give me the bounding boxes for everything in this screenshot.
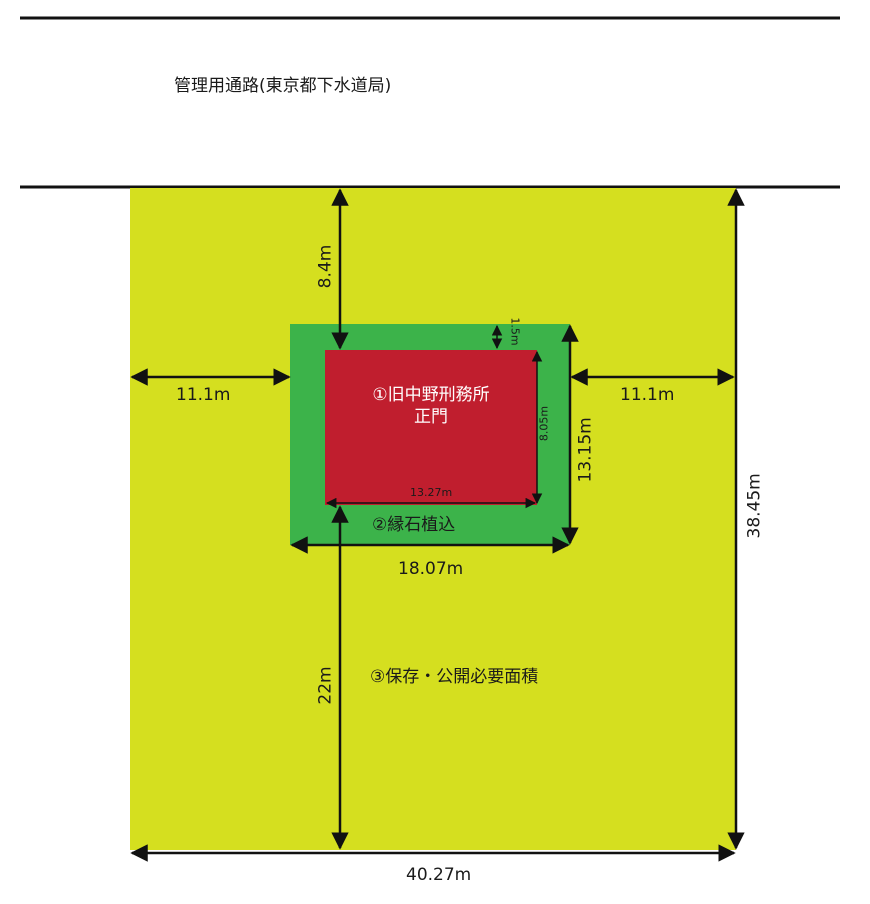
dim-gate-width-label: 13.27m: [410, 486, 453, 499]
gate-area: [325, 350, 537, 505]
gate-label-line1: ①旧中野刑務所: [372, 385, 490, 405]
dim-curb-top-label: 1.5m: [508, 317, 522, 346]
dim-curb-width-label: 18.07m: [398, 559, 464, 579]
dim-gate-height-label: 8.05m: [537, 405, 551, 442]
dim-left-gap-label: 11.1m: [176, 385, 231, 405]
dim-total-height-label: 38.45m: [744, 473, 765, 539]
dim-total-width-label: 40.27m: [406, 865, 472, 885]
gate-label: ①旧中野刑務所 正門: [325, 384, 537, 428]
dim-top-gap-label: 8.4m: [315, 244, 336, 289]
curb-label: ②縁石植込: [372, 515, 456, 535]
dim-curb-height-label: 13.15m: [575, 417, 596, 483]
road-label: 管理用通路(東京都下水道局): [174, 76, 392, 96]
required-area-label: ③保存・公開必要面積: [370, 667, 539, 687]
dim-bottom-gap-label: 22m: [315, 666, 336, 705]
gate-label-line2: 正門: [414, 407, 448, 427]
dim-right-gap-label: 11.1m: [620, 385, 675, 405]
